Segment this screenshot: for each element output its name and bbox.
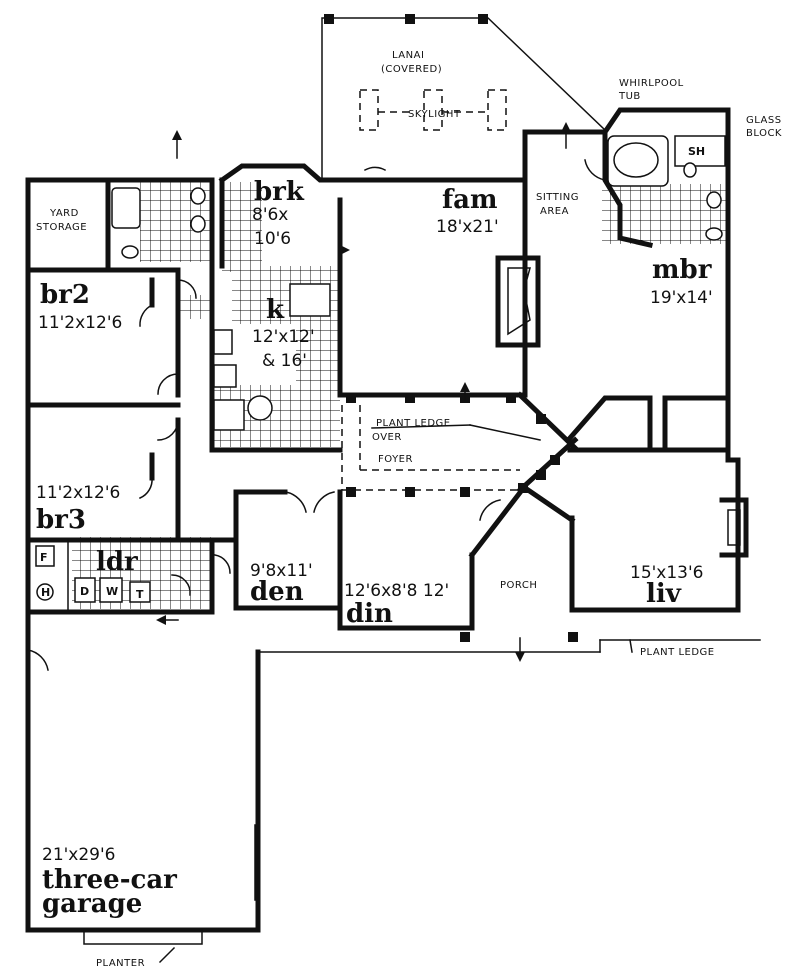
brk-dim-2: 10'6 (254, 229, 291, 249)
garage-name-2: garage (42, 889, 142, 919)
porch-label: PORCH (500, 580, 537, 591)
brk-dim-1: 8'6x (252, 205, 288, 225)
fam-room-name: fam (442, 185, 498, 215)
door-swings (27, 159, 606, 671)
ldr-w-label: W (106, 585, 118, 598)
fam-dim: 18'x21' (436, 217, 499, 237)
ldr-h-label: H (41, 586, 50, 599)
brk-room-name: brk (254, 177, 305, 207)
plant-ledge-foyer-3: FOYER (378, 454, 413, 465)
ldr-t-label: T (136, 588, 144, 601)
whirlpool-label-1: WHIRLPOOL (619, 78, 684, 89)
mbr-dim: 19'x14' (650, 288, 713, 308)
lanai-label: LANAI (392, 50, 424, 61)
ldr-d-label: D (80, 585, 89, 598)
din-room-name: din (346, 599, 393, 629)
plant-ledge-label: PLANT LEDGE (640, 647, 715, 658)
br2-room-name: br2 (40, 280, 90, 310)
skylight-label: SKYLIGHT (408, 109, 461, 120)
k-dim-1: 12'x12' (252, 327, 315, 347)
yard-storage-label-1: YARD (49, 208, 79, 219)
br3-room-name: br3 (36, 505, 86, 535)
entry-arrows (156, 122, 571, 662)
ldr-room-name: ldr (96, 547, 138, 577)
garage-name-1: three-car (42, 865, 177, 895)
planter-label: PLANTER (96, 958, 145, 969)
glass-block-label-1: GLASS (746, 115, 782, 126)
den-room-name: den (250, 577, 304, 607)
sitting-area-label-1: SITTING (536, 192, 579, 203)
ldr-f-label: F (40, 551, 48, 564)
interior-walls (25, 177, 749, 631)
plant-ledge-leader (629, 639, 633, 653)
din-dim: 12'6x8'8 12' (344, 581, 449, 601)
lanai: LANAI (COVERED) SKYLIGHT (321, 14, 607, 179)
den-dim: 9'8x11' (250, 561, 313, 581)
br3-dim: 11'2x12'6 (36, 483, 120, 503)
sitting-area-label-2: AREA (540, 206, 569, 217)
yard-storage-label-2: STORAGE (36, 222, 87, 233)
fixtures (35, 135, 726, 603)
mbr-room-name: mbr (652, 255, 712, 285)
lanai-note: (COVERED) (381, 64, 442, 75)
glass-block-label-2: BLOCK (746, 128, 782, 139)
k-room-name: k (266, 295, 285, 325)
plant-ledge-foyer-1: PLANT LEDGE (376, 418, 451, 429)
planter-leader (158, 946, 176, 964)
garage-area (83, 651, 259, 945)
br2-dim: 11'2x12'6 (38, 313, 122, 333)
plant-ledge-foyer-2: OVER (372, 432, 402, 443)
whirlpool-label-2: TUB (618, 91, 641, 102)
garage-dim: 21'x29'6 (42, 845, 116, 865)
liv-dim: 15'x13'6 (630, 563, 704, 583)
shower-label: SH (688, 145, 705, 158)
k-dim-2: & 16' (262, 351, 307, 371)
liv-room-name: liv (646, 579, 682, 609)
